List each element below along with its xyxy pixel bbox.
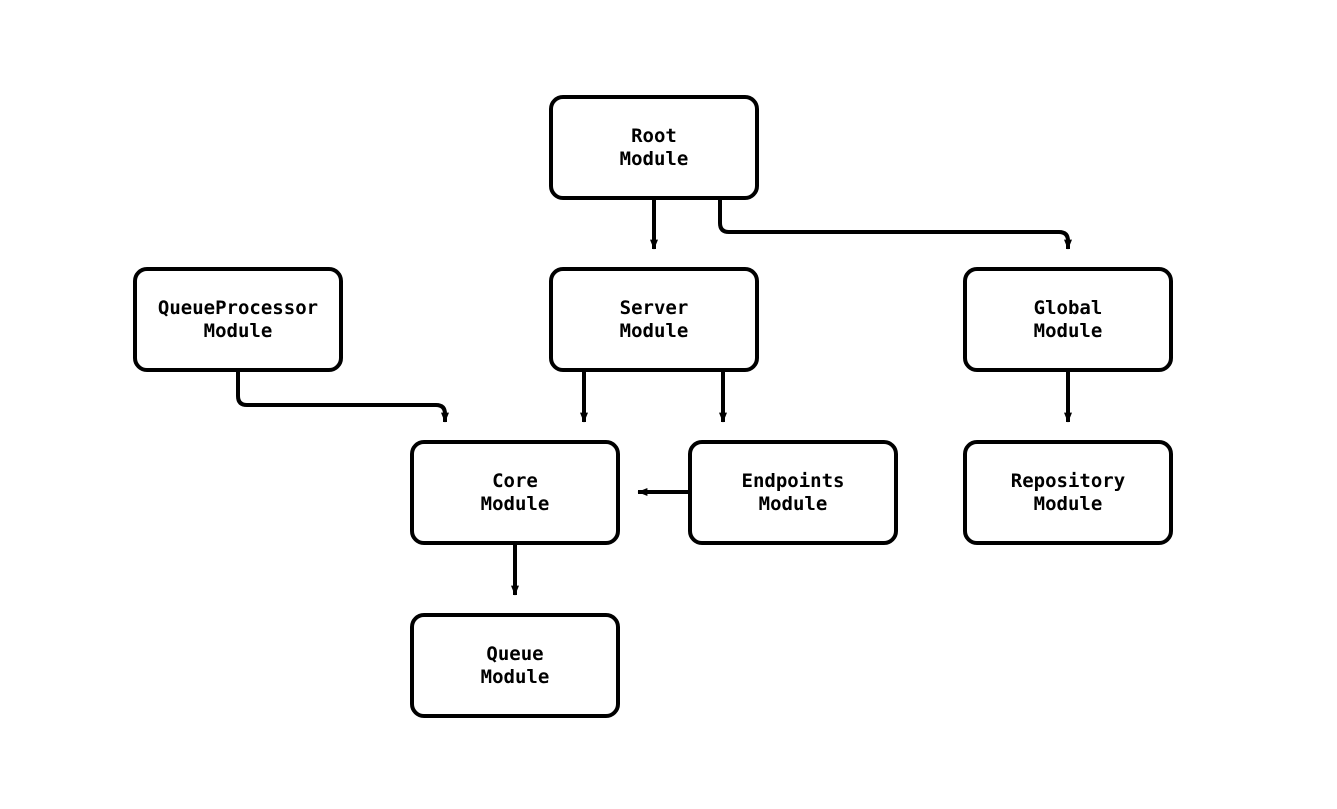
node-global-label-line1: Global [1033, 296, 1103, 319]
node-root-label-line2: Module [619, 147, 689, 170]
node-server-label-line1: Server [619, 296, 689, 319]
node-queue-label-line2: Module [480, 665, 550, 688]
node-endpoints-label-line2: Module [758, 492, 828, 515]
node-queueprocessor-label-line1: QueueProcessor [157, 296, 319, 319]
node-server-label-line2: Module [619, 319, 689, 342]
node-core-label-line2: Module [480, 492, 550, 515]
node-global-label-line2: Module [1033, 319, 1103, 342]
node-queue[interactable]: Queue Module [410, 613, 620, 718]
node-core[interactable]: Core Module [410, 440, 620, 545]
node-core-label-line1: Core [492, 469, 538, 492]
node-root-label-line1: Root [631, 124, 677, 147]
node-repository-label-line2: Module [1033, 492, 1103, 515]
node-server[interactable]: Server Module [549, 267, 759, 372]
node-repository[interactable]: Repository Module [963, 440, 1173, 545]
node-queue-label-line1: Queue [486, 642, 544, 665]
node-queueprocessor-label-line2: Module [203, 319, 273, 342]
node-repository-label-line1: Repository [1010, 469, 1126, 492]
node-endpoints-label-line1: Endpoints [741, 469, 845, 492]
edge-queueprocessor-to-core [236, 372, 449, 423]
edge-root-to-global [718, 200, 1072, 250]
node-root[interactable]: Root Module [549, 95, 759, 200]
node-endpoints[interactable]: Endpoints Module [688, 440, 898, 545]
node-global[interactable]: Global Module [963, 267, 1173, 372]
node-queueprocessor[interactable]: QueueProcessor Module [133, 267, 343, 372]
